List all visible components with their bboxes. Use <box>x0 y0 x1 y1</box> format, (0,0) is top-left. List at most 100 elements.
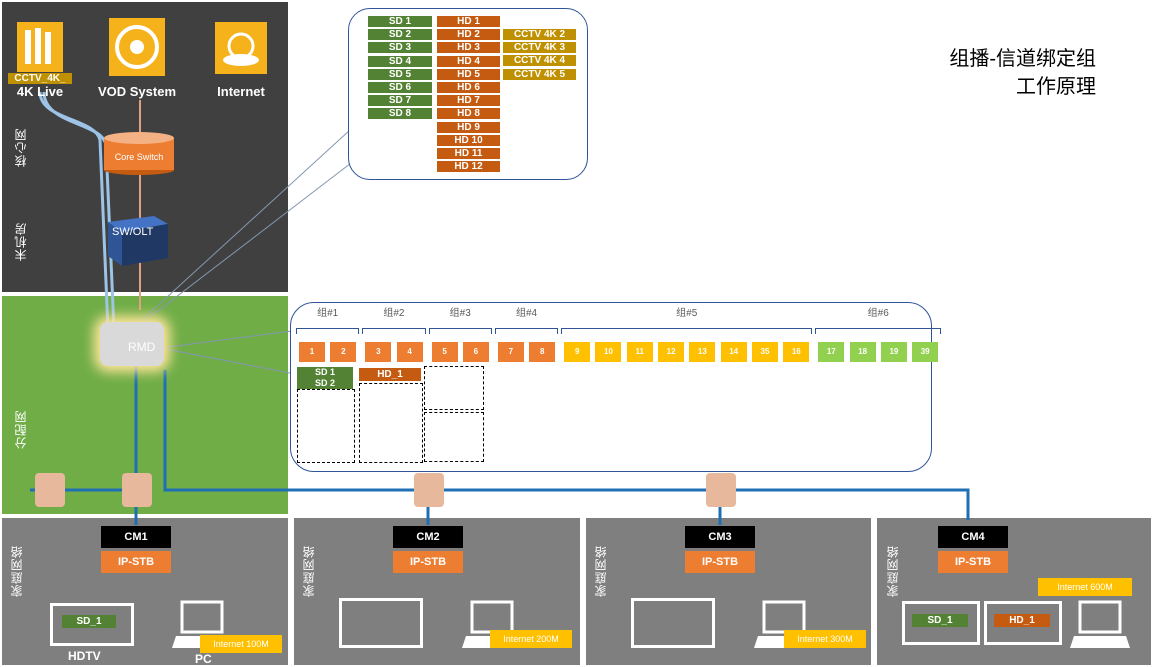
hd-channel: HD 7 <box>437 95 500 107</box>
tv-icon <box>50 603 134 646</box>
rf-channel: 12 <box>658 342 685 362</box>
rf-channel: 14 <box>720 342 747 362</box>
rf-channel: 6 <box>462 342 489 362</box>
bonding-group-callout <box>290 302 932 472</box>
olt-label: SW/OLT <box>112 226 154 238</box>
k4-channel: CCTV 4K 4 <box>503 55 576 67</box>
group-label: 组#6 <box>867 308 889 319</box>
rf-channel: 17 <box>818 342 845 362</box>
group2-content-hd1: HD_1 <box>359 368 421 381</box>
rf-channel: 7 <box>497 342 524 362</box>
home2-internet-speed: Internet 200M <box>490 630 572 648</box>
coax-tap-icon <box>35 473 65 507</box>
rf-channel: 2 <box>330 342 357 362</box>
rf-channel: 11 <box>626 342 653 362</box>
hd-channel: HD 8 <box>437 108 500 120</box>
hd-channel: HD 4 <box>437 55 500 67</box>
rf-channel: 16 <box>783 342 810 362</box>
hd-channel: HD 12 <box>437 161 500 173</box>
sd-channel: SD 5 <box>368 68 432 80</box>
coax-tap-icon <box>414 473 444 507</box>
group2-empty-slot <box>359 383 423 463</box>
source-label-internet: Internet <box>217 84 265 99</box>
ip-stb-1: IP-STB <box>101 551 171 573</box>
sd-channel: SD 4 <box>368 55 432 67</box>
home1-internet-speed: Internet 100M <box>200 635 282 653</box>
group3-empty-slot-2 <box>424 412 484 462</box>
source-label-vod: VOD System <box>97 84 177 99</box>
olt-switch-icon <box>108 212 168 266</box>
laptop-icon <box>1070 600 1130 650</box>
source-tag-cctv4k: CCTV_4K_ <box>8 73 72 84</box>
rmd-label: RMD <box>128 340 156 354</box>
group-bracket <box>815 328 942 334</box>
group-label: 组#4 <box>515 308 538 319</box>
home4-tv1-channel: SD_1 <box>912 614 968 627</box>
sd-channel: SD 1 <box>368 16 432 27</box>
coax-tap-icon <box>706 473 736 507</box>
group-bracket <box>494 328 559 334</box>
group-bracket <box>296 328 360 334</box>
hd-channel: HD 9 <box>437 121 500 133</box>
group-label: 组#2 <box>383 308 405 319</box>
coax-tap-icon <box>122 473 152 507</box>
sd-channel: SD 3 <box>368 42 432 54</box>
k4-channel: CCTV 4K 2 <box>503 29 576 40</box>
hd-channel: HD 11 <box>437 147 500 159</box>
cable-modem-cm1: CM1 <box>101 526 171 548</box>
rf-channel: 10 <box>595 342 622 362</box>
ip-stb-3: IP-STB <box>685 551 755 573</box>
home4-tv2-channel: HD_1 <box>994 614 1050 627</box>
group-label: 组#5 <box>676 308 698 319</box>
server-rack-icon <box>17 22 63 72</box>
tv-icon <box>339 598 423 648</box>
group-label: 组#1 <box>317 308 339 319</box>
sd-channel: SD 8 <box>368 108 432 120</box>
home3-internet-speed: Internet 300M <box>784 630 866 648</box>
sd-channel: SD 2 <box>368 29 432 41</box>
hd-channel: HD 1 <box>437 16 500 27</box>
group-label: 组#3 <box>449 308 471 319</box>
hd-channel: HD 6 <box>437 81 500 93</box>
ip-stb-2: IP-STB <box>393 551 463 573</box>
group3-empty-slot <box>424 366 484 410</box>
group-bracket <box>561 328 813 334</box>
group-bracket <box>428 328 492 334</box>
hd-channel: HD 5 <box>437 68 500 80</box>
sd-channel: SD 6 <box>368 81 432 93</box>
core-switch-icon <box>103 130 175 176</box>
rf-channel: 5 <box>431 342 458 362</box>
rf-channel: 3 <box>365 342 392 362</box>
home1-pc-label: PC <box>195 652 212 666</box>
rf-channel: 18 <box>849 342 876 362</box>
tv-icon <box>902 601 980 645</box>
rf-channel: 39 <box>912 342 939 362</box>
group-bracket <box>362 328 426 334</box>
core-switch-label: Core Switch <box>114 152 164 162</box>
source-label-4k-live: 4K Live <box>16 84 64 99</box>
group1-content-sd1: SD 1 <box>297 367 353 378</box>
group1-empty-slot <box>297 389 355 463</box>
home1-tv-channel: SD_1 <box>62 615 116 628</box>
hd-channel: HD 3 <box>437 42 500 54</box>
rf-channel: 9 <box>564 342 591 362</box>
rf-channel: 8 <box>529 342 556 362</box>
rf-channel: 35 <box>751 342 778 362</box>
k4-channel: CCTV 4K 3 <box>503 42 576 54</box>
diagram-title-line2: 工作原理 <box>1016 76 1096 98</box>
rf-channel: 13 <box>689 342 716 362</box>
rf-channel: 4 <box>396 342 423 362</box>
sd-channel: SD 7 <box>368 95 432 107</box>
cable-modem-cm3: CM3 <box>685 526 755 548</box>
home4-internet-speed: Internet 600M <box>1038 578 1132 596</box>
rf-channel: 19 <box>880 342 907 362</box>
